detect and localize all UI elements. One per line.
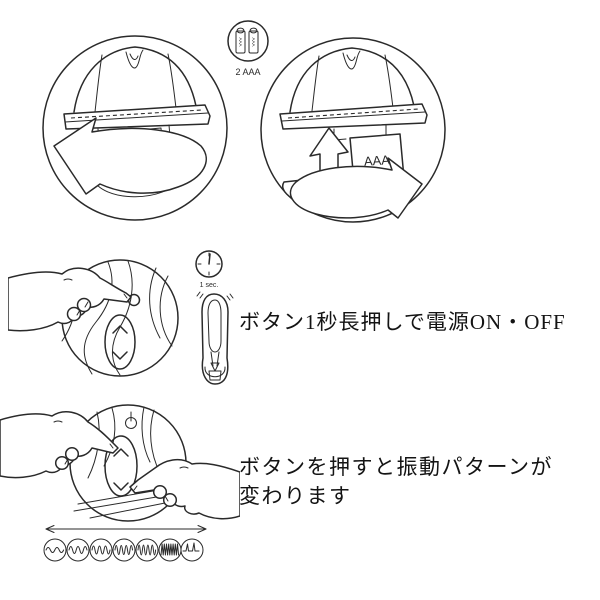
battery-cell-marking: AAA — [251, 38, 256, 47]
power-symbol-icon — [126, 412, 137, 429]
pattern-instruction-text: ボタンを押すと振動パターンが 変わります — [239, 453, 553, 511]
pattern-range-arrow — [46, 526, 206, 533]
battery-compartment-label: AAA — [363, 152, 390, 169]
battery-count-label: 2 AAA — [235, 67, 260, 77]
timer-label: 1 sec. — [200, 282, 219, 289]
vibration-pattern-1 — [44, 539, 66, 561]
left-pressing-hand — [0, 412, 118, 478]
pattern-instruction-line2: 変わります — [239, 484, 352, 508]
aaa-battery-icon: AAA AAA — [236, 28, 258, 53]
battery-badge: AAA AAA 2 AAA — [225, 18, 271, 77]
control-pad — [105, 315, 135, 369]
change-pattern-illustration — [0, 398, 240, 580]
device-top-half — [280, 48, 427, 140]
battery-cell-marking: AAA — [238, 38, 243, 47]
clock-icon — [196, 251, 222, 277]
chevron-down-icon — [113, 352, 127, 359]
vibration-pattern-5 — [136, 539, 158, 561]
rotate-left-arrow-icon — [54, 118, 206, 194]
vibration-pattern-3 — [90, 539, 112, 561]
chevron-up-icon — [113, 326, 127, 333]
chevron-down-icon — [114, 483, 128, 490]
device-side-view — [197, 292, 233, 384]
vibration-pattern-icons — [44, 539, 203, 561]
pointing-hand — [8, 268, 131, 331]
battery-badge-circle — [228, 21, 268, 61]
control-pad — [105, 436, 137, 496]
vibration-pattern-2 — [67, 539, 89, 561]
twist-open-illustration — [38, 28, 233, 228]
timer: 1 sec. — [196, 251, 222, 289]
step-circle — [261, 38, 445, 222]
right-pressing-hand — [130, 460, 240, 519]
rotate-right-arrow-icon — [290, 158, 422, 218]
vibration-pattern-6 — [159, 539, 181, 561]
vibration-pattern-4 — [113, 539, 135, 561]
press-button-illustration: 1 sec. — [8, 246, 240, 398]
vibration-pattern-7 — [181, 539, 203, 561]
pattern-instruction-line1: ボタンを押すと振動パターンが — [239, 455, 553, 479]
vibration-marks — [197, 292, 233, 300]
insert-battery-illustration: AAA — [258, 30, 450, 230]
power-instruction-text: ボタン1秒長押しで電源ON・OFF — [239, 310, 566, 334]
step-circle — [43, 36, 227, 220]
chevron-up-icon — [114, 449, 128, 456]
